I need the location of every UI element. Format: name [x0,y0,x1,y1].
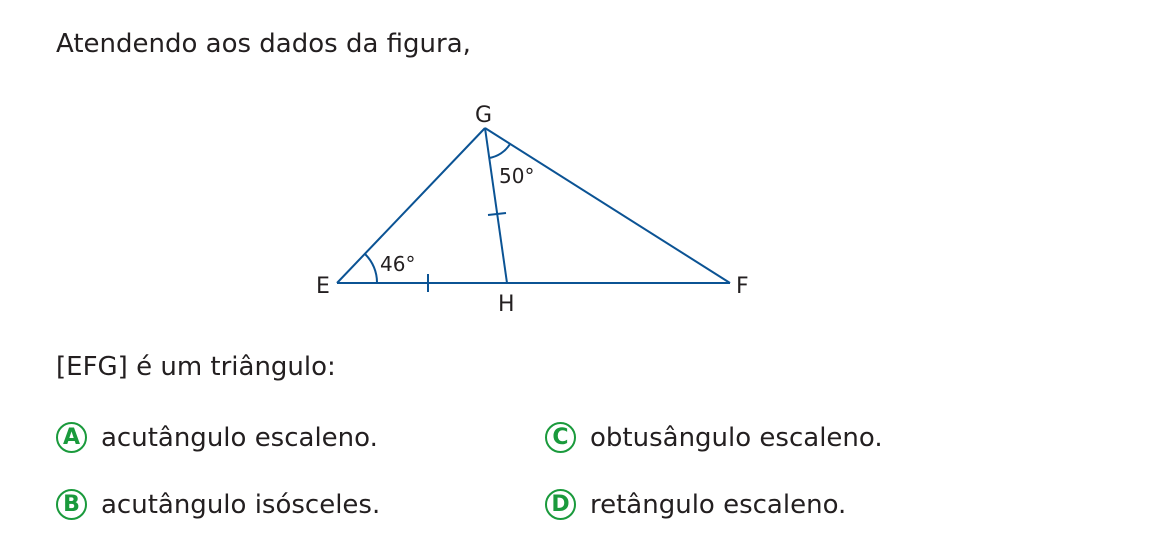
option-a[interactable]: A acutângulo escaleno. [56,422,378,453]
segment-eg [336,127,486,284]
option-b[interactable]: B acutângulo isósceles. [56,489,380,520]
segment-gh [484,127,508,284]
option-d-badge: D [545,489,576,520]
angle-g-label: 50° [499,164,534,188]
angle-e-arc [364,253,379,284]
option-a-badge: A [56,422,87,453]
angle-e-label: 46° [380,252,415,276]
option-c-label: obtusângulo escaleno. [590,422,883,453]
vertex-g-label: G [475,103,492,128]
vertex-e-label: E [316,274,330,299]
intro-text: Atendendo aos dados da figura, [56,29,471,59]
option-b-badge: B [56,489,87,520]
option-a-label: acutângulo escaleno. [101,422,378,453]
vertex-f-label: F [736,274,749,299]
angle-g-arc [488,143,511,159]
question-text: [EFG] é um triângulo: [56,352,336,382]
option-c[interactable]: C obtusângulo escaleno. [545,422,883,453]
tick-gh [487,212,507,216]
option-c-badge: C [545,422,576,453]
option-d-label: retângulo escaleno. [590,489,847,520]
option-b-label: acutângulo isósceles. [101,489,381,520]
option-d[interactable]: D retângulo escaleno. [545,489,846,520]
segment-gf [484,127,731,284]
vertex-h-label: H [498,292,515,317]
